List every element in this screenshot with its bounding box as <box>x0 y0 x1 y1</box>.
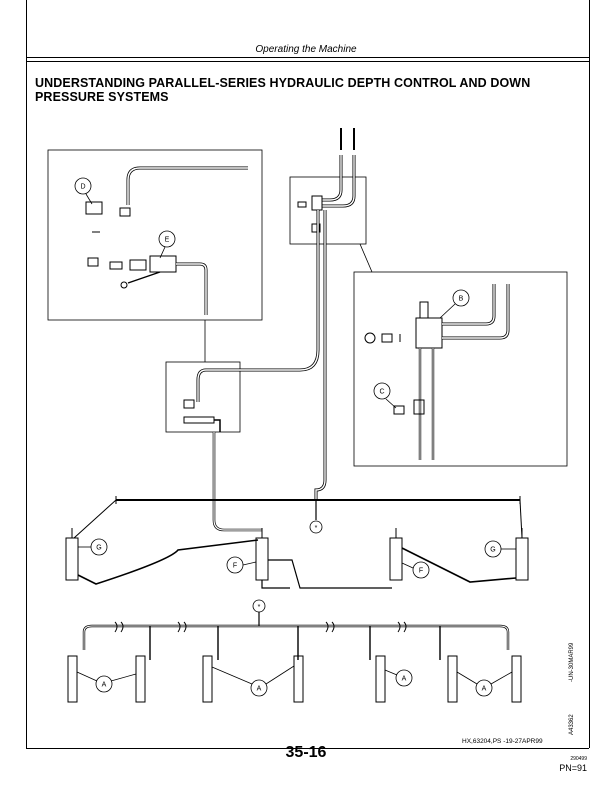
detail-box-center <box>165 361 241 433</box>
footer-file-code: HX,63204,PS -19-27APR99 <box>462 738 543 745</box>
callout-b: B <box>459 296 464 303</box>
detail-box-top-left <box>47 149 263 321</box>
page-title: UNDERSTANDING PARALLEL-SERIES HYDRAULIC … <box>35 76 531 104</box>
callout-a-2: A <box>257 686 262 693</box>
callout-star-upper: * <box>315 525 318 532</box>
callout-f-left: F <box>233 563 237 570</box>
callout-star-lower: * <box>258 604 261 611</box>
callout-a-4: A <box>482 686 487 693</box>
doc-date: 290499 <box>570 756 587 762</box>
callout-g-left: G <box>96 545 101 552</box>
callout-e: E <box>165 237 170 244</box>
section-header: Operating the Machine <box>255 44 357 55</box>
footer-rule <box>26 748 589 749</box>
page-number: 35-16 <box>285 744 327 761</box>
pn-number: PN=91 <box>559 763 587 773</box>
callout-c: C <box>379 389 384 396</box>
callout-a-1: A <box>102 682 107 689</box>
image-id-code: -UN-30MAR99 <box>569 642 575 682</box>
detail-box-right <box>353 271 568 467</box>
detail-box-top <box>289 176 367 245</box>
header-rule <box>26 57 589 58</box>
callout-d: D <box>80 184 85 191</box>
callout-g-right: G <box>490 547 495 554</box>
image-ref-code: A43362 <box>569 714 575 735</box>
callout-a-3: A <box>402 676 407 683</box>
page-frame <box>26 0 590 748</box>
header-rule-2 <box>26 61 589 62</box>
callout-f-right: F <box>419 568 423 575</box>
